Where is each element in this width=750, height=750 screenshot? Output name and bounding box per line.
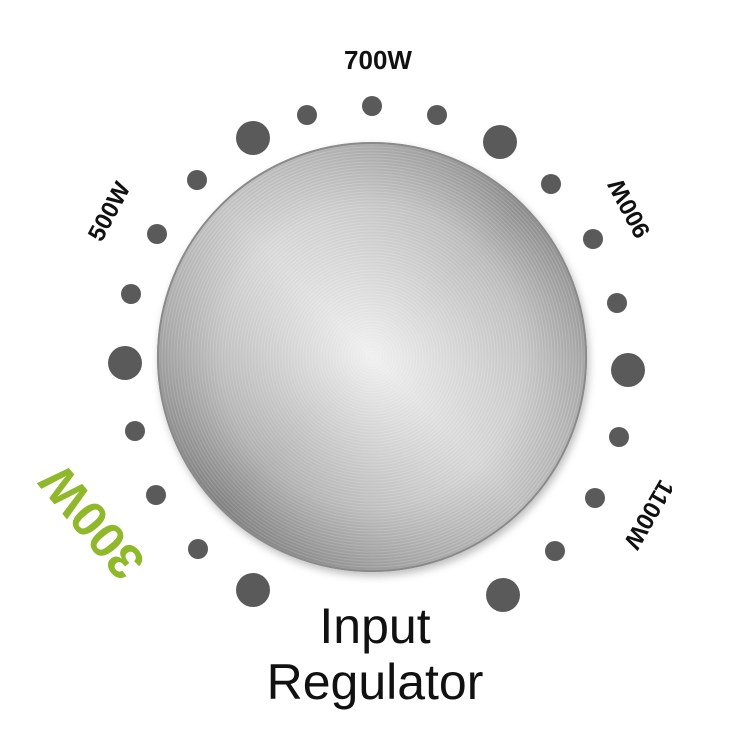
scale-dot <box>611 353 645 387</box>
dial-scale-dots <box>108 96 645 612</box>
scale-dot <box>236 573 270 607</box>
scale-dot <box>545 541 565 561</box>
scale-dot <box>486 578 520 612</box>
scale-dot <box>108 346 142 380</box>
scale-dot <box>607 293 627 313</box>
scale-dot <box>147 224 167 244</box>
scale-dot <box>609 427 629 447</box>
scale-dot <box>125 421 145 441</box>
scale-dot <box>236 121 270 155</box>
scale-dot <box>297 105 317 125</box>
scale-dot <box>146 485 166 505</box>
caption-line-2: Regulator <box>266 654 484 710</box>
scale-dot <box>187 170 207 190</box>
scale-dot <box>427 105 447 125</box>
scale-dot <box>188 539 208 559</box>
scale-dot <box>541 174 561 194</box>
scale-dot <box>585 488 605 508</box>
label-700w: 700W <box>344 45 412 75</box>
scale-dot <box>362 96 382 116</box>
scale-dot <box>121 284 141 304</box>
caption-line-1: Input <box>319 598 431 654</box>
scale-dot <box>583 229 603 249</box>
scale-dot <box>483 125 517 159</box>
caption: Input Regulator <box>0 598 750 710</box>
knob[interactable] <box>157 142 587 572</box>
